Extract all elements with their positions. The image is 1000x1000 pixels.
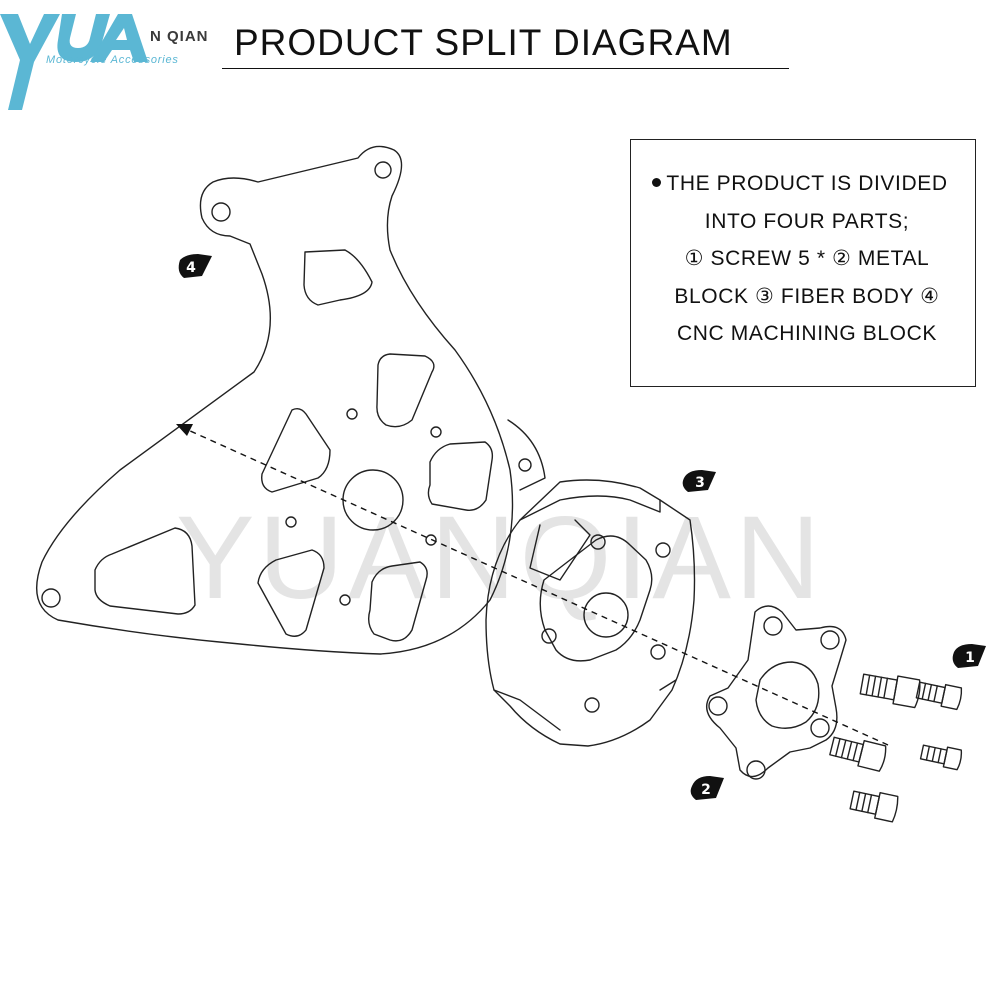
title-underline <box>222 68 789 69</box>
logo-mark-icon <box>0 14 148 110</box>
parts-note-box: THE PRODUCT IS DIVIDED INTO FOUR PARTS; … <box>630 139 976 387</box>
callout-badge-1: 1 <box>952 644 986 668</box>
assembly-axis <box>176 424 889 746</box>
bullet-icon <box>652 178 661 187</box>
arrow-head-icon <box>176 424 193 436</box>
note-line-2: INTO FOUR PARTS; <box>704 209 910 233</box>
callout-badge-2: 2 <box>690 776 724 800</box>
logo-tagline: Motorcycle Accessories <box>46 54 179 66</box>
note-line-4: BLOCK ③ FIBER BODY ④ <box>674 284 940 308</box>
note-line-3: ① SCREW 5 * ② METAL <box>684 247 930 270</box>
cnc-bracket-icon <box>35 145 546 655</box>
callout-label-4: 4 <box>186 260 196 276</box>
note-text: THE PRODUCT IS DIVIDED INTO FOUR PARTS; … <box>631 165 975 353</box>
fiber-body-icon <box>485 479 696 747</box>
logo-suffix: N QIAN <box>150 28 209 45</box>
callout-label-2: 2 <box>701 782 711 798</box>
callout-badge-4: 4 <box>178 254 212 278</box>
note-line-1: THE PRODUCT IS DIVIDED <box>666 172 948 195</box>
callout-badge-3: 3 <box>682 470 716 492</box>
note-line-5: CNC MACHINING BLOCK <box>677 322 937 345</box>
callout-label-1: 1 <box>965 650 975 666</box>
callout-label-3: 3 <box>695 475 705 491</box>
metal-block-icon <box>706 605 847 780</box>
brand-logo: N QIAN Motorcycle Accessories <box>0 0 240 110</box>
page-title: PRODUCT SPLIT DIAGRAM <box>234 22 733 63</box>
screw-icon <box>829 673 963 823</box>
